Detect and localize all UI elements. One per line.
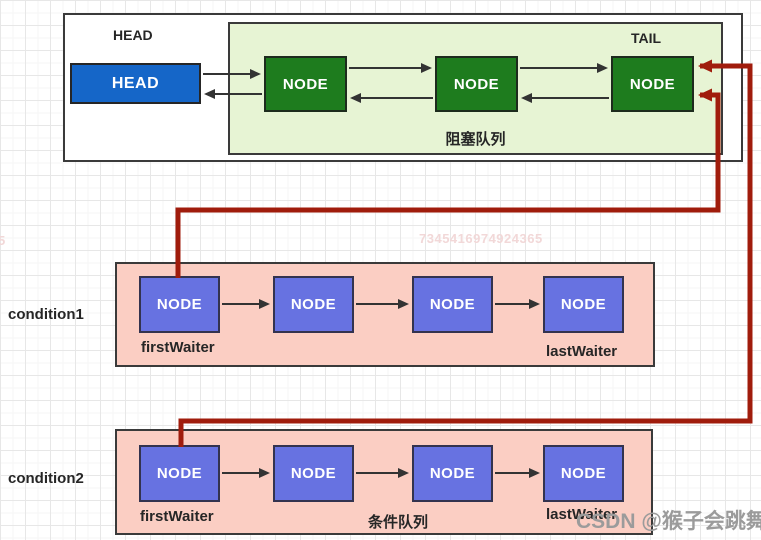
condition2-first-waiter-label: firstWaiter <box>140 508 214 525</box>
condition1-node-1: NODE <box>139 276 220 333</box>
condition1-node-4: NODE <box>543 276 624 333</box>
sync-node-1: NODE <box>264 56 347 112</box>
condition1-label: condition1 <box>8 306 84 323</box>
watermark-number: 7345416974924365 <box>419 231 543 246</box>
condition2-node-1: NODE <box>139 445 220 502</box>
blocking-queue-label: 阻塞队列 <box>445 131 506 148</box>
condition1-node-3: NODE <box>412 276 493 333</box>
condition-queue-label: 条件队列 <box>368 514 429 531</box>
watermark-number-clipped: 5 <box>0 233 6 248</box>
sync-node-tail: NODE <box>611 56 694 112</box>
condition2-last-waiter-label: lastWaiter <box>546 506 618 523</box>
watermark-csdn: CSDN @猴子会跳舞 <box>576 510 761 533</box>
condition2-label: condition2 <box>8 470 84 487</box>
head-outer-label: HEAD <box>113 27 153 43</box>
condition2-node-3: NODE <box>412 445 493 502</box>
sync-node-2: NODE <box>435 56 518 112</box>
condition2-node-2: NODE <box>273 445 354 502</box>
condition1-node-2: NODE <box>273 276 354 333</box>
condition2-node-4: NODE <box>543 445 624 502</box>
condition1-first-waiter-label: firstWaiter <box>141 339 215 356</box>
head-node: HEAD <box>70 63 201 104</box>
tail-label: TAIL <box>631 30 662 46</box>
condition1-last-waiter-label: lastWaiter <box>546 343 618 360</box>
